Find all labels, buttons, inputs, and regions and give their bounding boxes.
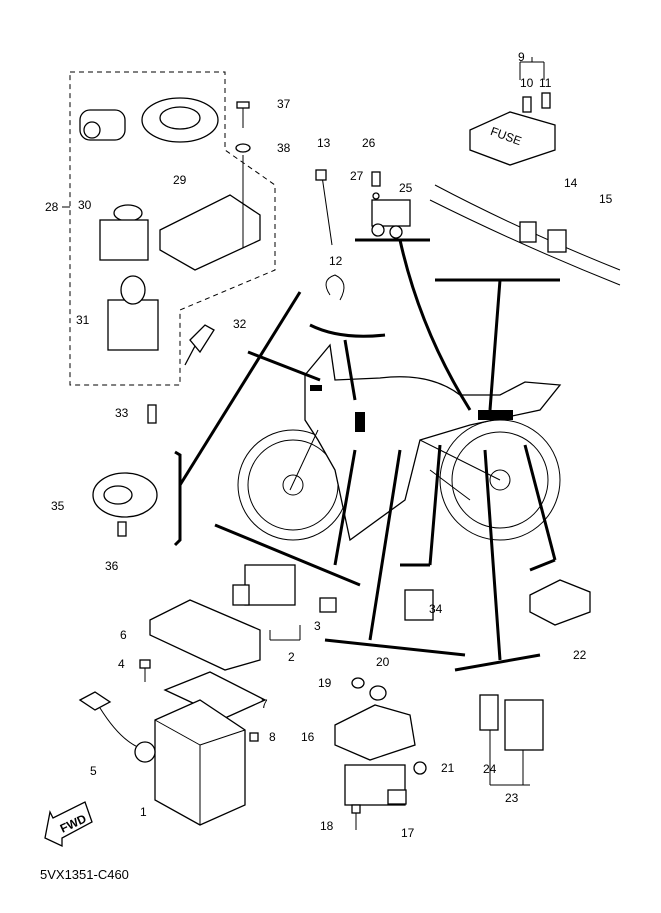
callout-24: 24: [483, 762, 497, 776]
callout-33: 33: [115, 406, 129, 420]
callout-14: 14: [564, 176, 578, 190]
fwd-arrow-icon: FWD: [44, 801, 93, 848]
callout-29: 29: [173, 173, 187, 187]
callout-15: 15: [599, 192, 613, 206]
callout-34: 34: [429, 602, 443, 616]
callout-20: 20: [376, 655, 390, 669]
callout-13: 13: [317, 136, 331, 150]
callout-3: 3: [314, 619, 321, 633]
callout-5: 5: [90, 764, 97, 778]
leader-lines: [173, 57, 560, 672]
callout-27: 27: [350, 169, 364, 183]
callout-25: 25: [399, 181, 413, 195]
callout-37: 37: [277, 97, 291, 111]
callout-numbers: 1 2 3 4 5 6 7 8 9 10 11 12 13 14 15 16 1…: [45, 50, 613, 840]
callout-9: 9: [518, 50, 525, 64]
callout-11: 11: [539, 76, 552, 90]
callout-22: 22: [573, 648, 587, 662]
callout-7: 7: [261, 697, 268, 711]
callout-12: 12: [329, 254, 343, 268]
callout-32: 32: [233, 317, 247, 331]
callout-2: 2: [288, 650, 295, 664]
callout-8: 8: [269, 730, 276, 744]
callout-28: 28: [45, 200, 59, 214]
callout-26: 26: [362, 136, 376, 150]
callout-31: 31: [76, 313, 90, 327]
callout-1: 1: [140, 805, 147, 819]
callout-38: 38: [277, 141, 291, 155]
group-box-28: [69, 71, 276, 386]
callout-4: 4: [118, 657, 125, 671]
callout-23: 23: [505, 791, 519, 805]
callout-19: 19: [318, 676, 332, 690]
callout-36: 36: [105, 559, 119, 573]
callout-17: 17: [401, 826, 415, 840]
callout-6: 6: [120, 628, 127, 642]
parts: [78, 92, 621, 830]
callout-10: 10: [520, 76, 534, 90]
callout-35: 35: [51, 499, 65, 513]
callout-18: 18: [320, 819, 334, 833]
callout-21: 21: [441, 761, 455, 775]
callout-16: 16: [301, 730, 315, 744]
diagram-code: 5VX1351-C460: [40, 867, 129, 882]
motorcycle-outline: [237, 343, 562, 542]
callout-30: 30: [78, 198, 92, 212]
